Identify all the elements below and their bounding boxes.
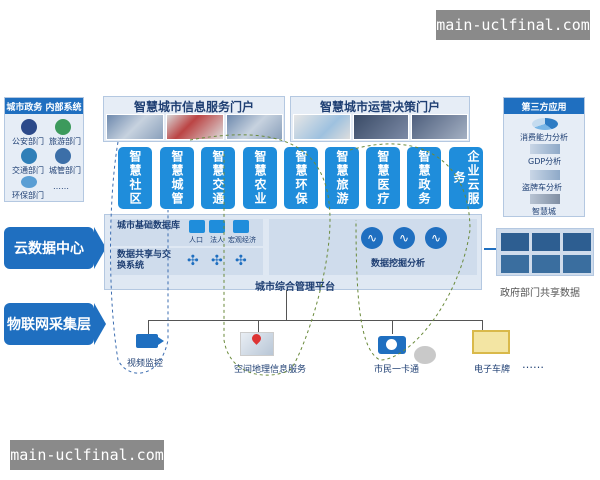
app-card-7: 智慧政务 (407, 147, 441, 209)
bus-drop-1 (148, 320, 149, 334)
decision-photo-1 (293, 114, 351, 140)
app-card-0: 智慧社区 (118, 147, 152, 209)
basic-db-label: 城市基础数据库 (117, 221, 181, 231)
dept-icon-traffic (21, 148, 37, 164)
cloud-layer-label: 云数据中心 (4, 227, 94, 269)
share-label: 数据共享与交换系统 (117, 250, 172, 271)
gov-thumb-2 (532, 233, 560, 251)
share-node-icon-2: ✣ (211, 253, 223, 269)
decision-portal: 智慧城市运营决策门户 (290, 96, 470, 142)
third-plate: 盗牌车分析 (522, 183, 562, 192)
gdp-chart-icon (530, 144, 560, 154)
dept-traffic: 交通部门 (12, 166, 44, 175)
gov-thumb-1 (501, 233, 529, 251)
dept-icon-urban (55, 148, 71, 164)
population-icon (189, 220, 205, 233)
plate-icon (472, 330, 510, 354)
cloud-layer-arrow (94, 227, 106, 269)
cloud-panel: 城市基础数据库 人口 法人 宏观经济 数据共享与交换系统 ✣ ✣ ✣ ∿ ∿ ∿… (104, 214, 482, 293)
iot-more: …… (522, 358, 544, 371)
right-panel: 第三方应用 消费能力分析 GDP分析 盗牌车分析 智慧城 (503, 97, 585, 217)
pie-chart-icon (532, 118, 558, 130)
dept-urban: 城管部门 (49, 166, 81, 175)
iot-video: 视频监控 (127, 359, 164, 369)
iot-gis: 空间地理信息服务 (234, 365, 307, 375)
app-card-1: 智慧城管 (160, 147, 194, 209)
gov-thumb-3 (563, 233, 591, 251)
app-card-8: 企业云服务 (449, 147, 483, 209)
decision-photo-3 (411, 114, 468, 140)
bus-horizontal (148, 320, 482, 321)
info-portal: 智慧城市信息服务门户 (103, 96, 285, 142)
db-icon-label-population: 人口 (189, 236, 203, 244)
city-image-icon (530, 194, 560, 204)
info-photo-3 (226, 114, 283, 140)
third-gdp: GDP分析 (528, 157, 562, 166)
wave-icon-2: ∿ (393, 227, 415, 249)
wave-icon-1: ∿ (361, 227, 383, 249)
app-card-2: 智慧交通 (201, 147, 235, 209)
info-photo-1 (106, 114, 164, 140)
iot-layer-label: 物联网采集层 (4, 303, 94, 345)
video-camera-lens-icon (158, 337, 164, 345)
share-node-icon-1: ✣ (187, 253, 199, 269)
card-camera-lens-icon (386, 339, 397, 350)
third-consumption: 消费能力分析 (520, 133, 568, 142)
iot-layer-arrow (94, 303, 106, 345)
gov-thumb-5 (532, 255, 560, 273)
bus-vertical (286, 290, 287, 320)
video-camera-icon (136, 334, 158, 348)
bus-drop-3 (392, 320, 393, 334)
gov-data-thumbnails (496, 228, 594, 276)
info-photo-2 (166, 114, 224, 140)
plate-chart-icon (530, 170, 560, 180)
dept-icon-env (21, 176, 37, 188)
db-icon-label-legal: 法人 (210, 236, 224, 244)
dept-icon-police (21, 119, 37, 135)
third-city: 智慧城 (532, 207, 556, 216)
dept-env: 环保部门 (12, 191, 44, 200)
iot-citizen-card: 市民一卡通 (374, 365, 420, 375)
dept-icon-tourism (55, 119, 71, 135)
db-icon-label-economy: 宏观经济 (228, 236, 256, 244)
app-card-5: 智慧旅游 (325, 147, 359, 209)
decision-portal-title: 智慧城市运营决策门户 (319, 100, 440, 114)
left-panel-title: 城市政务 内部系统 (5, 98, 83, 114)
mining-label: 数据挖掘分析 (371, 259, 426, 269)
wave-icon-3: ∿ (425, 227, 447, 249)
app-card-6: 智慧医疗 (366, 147, 400, 209)
share-arrow (484, 248, 498, 250)
left-panel: 城市政务 内部系统 公安部门 旅游部门 交通部门 城管部门 环保部门 …… (4, 97, 84, 202)
dept-tourism: 旅游部门 (49, 137, 81, 146)
decision-photo-2 (353, 114, 409, 140)
bus-drop-2 (258, 320, 259, 332)
platform-label: 城市综合管理平台 (255, 282, 335, 293)
share-node-icon-3: ✣ (235, 253, 247, 269)
right-panel-title: 第三方应用 (504, 98, 584, 114)
gov-share-label: 政府部门共享数据 (500, 288, 580, 299)
info-portal-title: 智慧城市信息服务门户 (133, 100, 254, 114)
iot-plate: 电子车牌 (474, 365, 511, 375)
gov-thumb-4 (501, 255, 529, 273)
watermark-top: main-uclfinal.com (436, 10, 590, 40)
economy-icon (233, 220, 249, 233)
legal-person-icon (209, 220, 225, 233)
app-card-4: 智慧环保 (284, 147, 318, 209)
bus-drop-4 (482, 320, 483, 332)
dept-more: …… (53, 182, 69, 191)
app-card-3: 智慧农业 (243, 147, 277, 209)
watermark-bottom: main-uclfinal.com (10, 440, 164, 470)
dept-police: 公安部门 (12, 137, 44, 146)
gov-thumb-6 (563, 255, 591, 273)
